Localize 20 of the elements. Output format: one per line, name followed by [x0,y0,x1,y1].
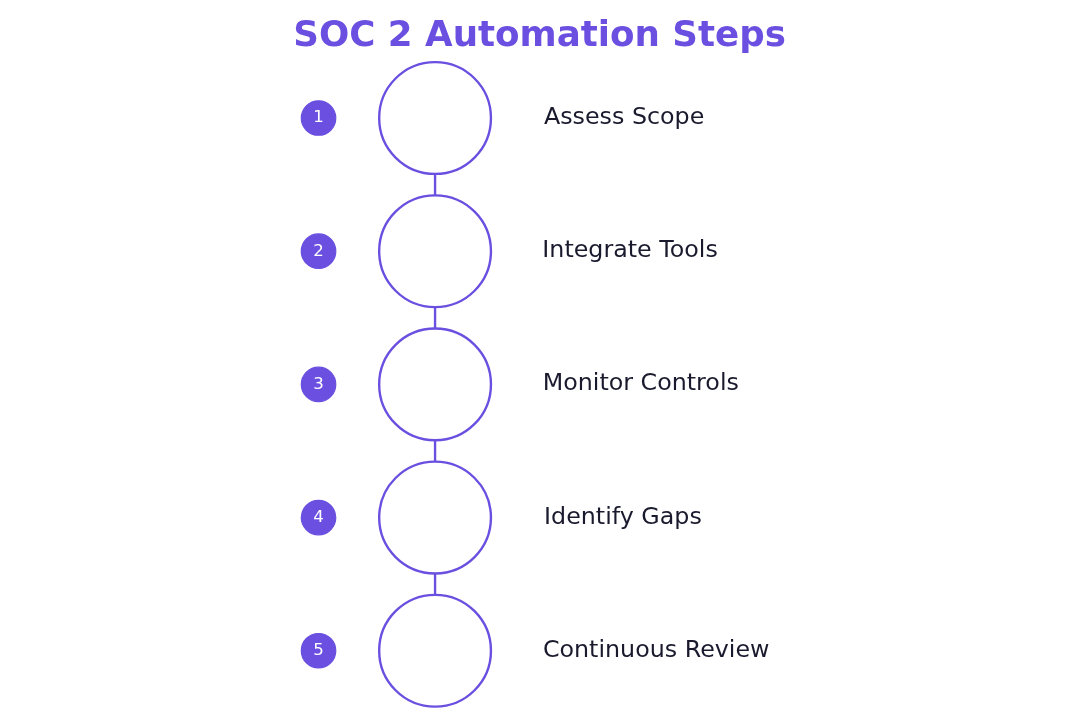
node-circle: 3 [300,366,337,403]
node-label: Integrate Tools [542,235,718,264]
connector [433,573,437,595]
node-circle [378,60,493,176]
diagram-title: SOC 2 Automation Steps [293,12,787,54]
connector [433,440,437,462]
node-circle [378,194,493,309]
connector [433,173,437,196]
node-label: Monitor Controls [542,368,739,397]
node-circle [378,327,493,442]
node-label: Identify Gaps [544,501,702,530]
node-label: Assess Scope [543,101,705,130]
connector [433,307,437,329]
node-circle: 2 [300,233,337,270]
node-circle: 5 [300,632,337,669]
node-circle [378,460,493,575]
node-circle [378,593,493,708]
node-circle: 1 [300,100,337,136]
node-circle: 4 [300,499,337,536]
node-label: Continuous Review [542,634,770,663]
